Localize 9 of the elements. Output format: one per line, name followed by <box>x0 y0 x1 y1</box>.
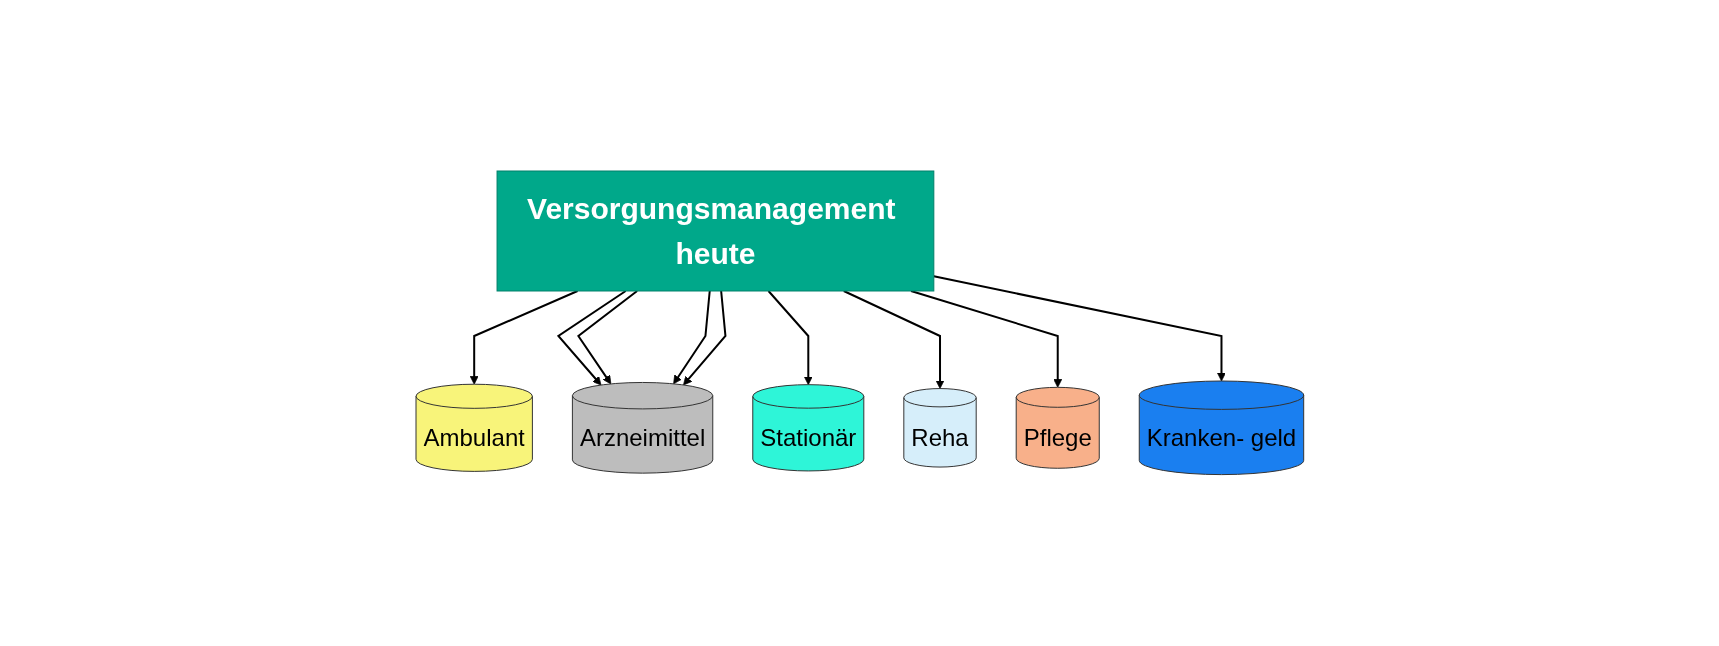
arrow <box>932 275 1226 382</box>
arrow <box>469 290 579 385</box>
arrow <box>682 290 727 386</box>
arrow <box>556 290 627 386</box>
arrow <box>842 290 945 390</box>
arrow <box>576 290 638 385</box>
arrow <box>767 290 813 386</box>
node-box: Versorgungsmanagement heute <box>496 170 934 292</box>
arrow <box>672 290 711 385</box>
